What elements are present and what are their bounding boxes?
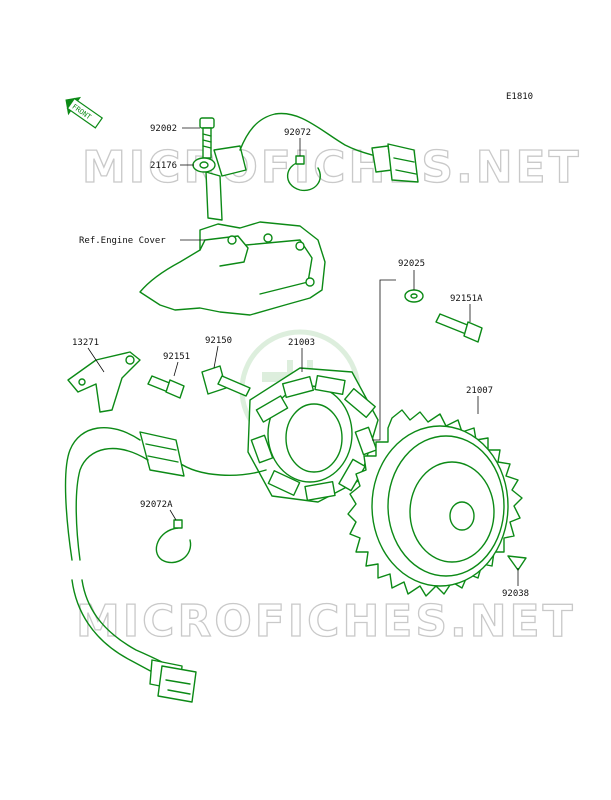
label-92072A: 92072A	[140, 500, 173, 510]
clamp-92072A	[155, 519, 192, 564]
bracket-13271	[67, 351, 141, 413]
stator-21003	[247, 367, 379, 503]
flywheel-21007	[347, 409, 523, 597]
label-21007: 21007	[466, 386, 493, 396]
connector-bottom	[149, 659, 197, 703]
bolt-92151	[147, 375, 185, 399]
label-92025: 92025	[398, 259, 425, 269]
leader-lines	[87, 127, 519, 586]
engine-cover-outline	[139, 221, 326, 316]
pickup-coil-21176	[192, 112, 373, 221]
label-ref-engine-cover: Ref.Engine Cover	[79, 236, 166, 246]
front-arrow-icon: FRONT	[65, 96, 104, 129]
label-92038: 92038	[502, 589, 529, 599]
label-92002: 92002	[150, 124, 177, 134]
label-13271: 13271	[72, 338, 99, 348]
key-92038	[507, 555, 527, 571]
diagram-code: E1810	[506, 92, 533, 102]
label-92151: 92151	[163, 352, 190, 362]
label-92151A: 92151A	[450, 294, 483, 304]
label-21176: 21176	[150, 161, 177, 171]
label-92072: 92072	[284, 128, 311, 138]
label-92150: 92150	[205, 336, 232, 346]
connector-top	[371, 143, 419, 183]
watermark-bottom: MICROFICHES.NET	[76, 596, 576, 647]
wiring-harness	[64, 426, 267, 677]
washer-92025	[404, 289, 424, 303]
watermark-top: MICROFICHES.NET	[82, 142, 582, 193]
bolt-92151A	[435, 313, 483, 343]
label-21003: 21003	[288, 338, 315, 348]
